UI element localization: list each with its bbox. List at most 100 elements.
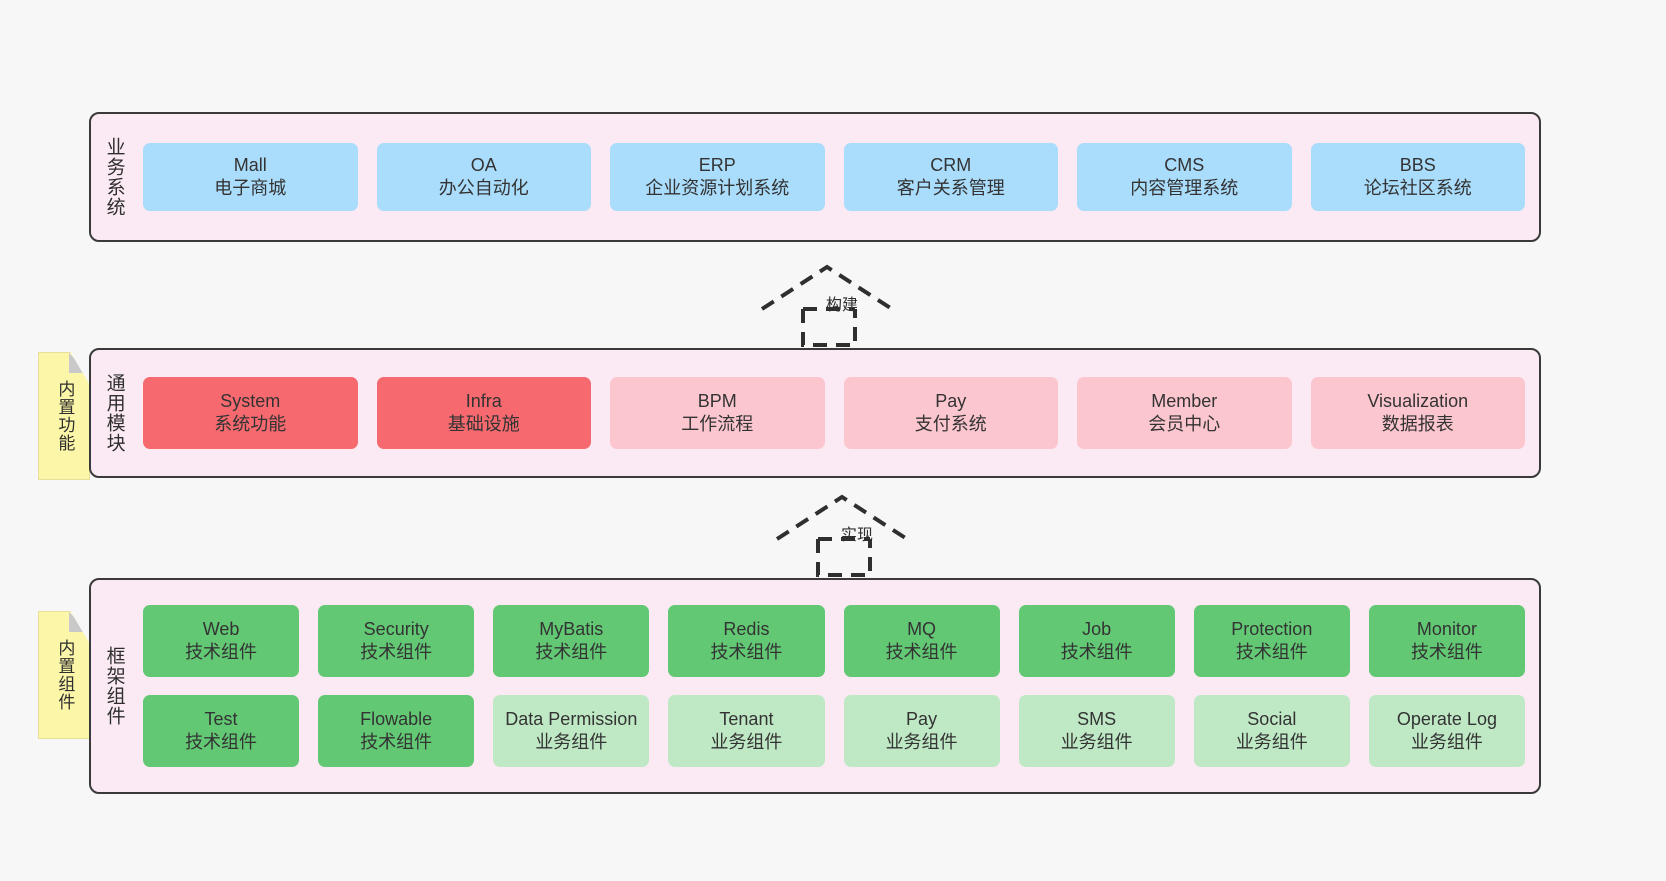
- node-subtitle: 内容管理系统: [1130, 178, 1239, 198]
- node-bbs[interactable]: BBS 论坛社区系统: [1310, 143, 1525, 211]
- node-erp[interactable]: ERP 企业资源计划系统: [610, 143, 825, 211]
- node-title: Infra: [465, 390, 502, 411]
- node-row: Web 技术组件 Security 技术组件 MyBatis 技术组件 Redi…: [143, 605, 1525, 677]
- node-title: Operate Log: [1396, 708, 1497, 729]
- node-web[interactable]: Web 技术组件: [143, 605, 300, 677]
- layer-body-framework: Web 技术组件 Security 技术组件 MyBatis 技术组件 Redi…: [137, 580, 1539, 792]
- node-subtitle: 支付系统: [914, 414, 987, 434]
- layer-body-modules: System 系统功能 Infra 基础设施 BPM 工作流程 Pay 支付系统…: [137, 350, 1539, 476]
- node-subtitle: 技术组件: [185, 642, 258, 662]
- node-subtitle: 基础设施: [447, 414, 520, 434]
- node-member[interactable]: Member 会员中心: [1077, 377, 1292, 449]
- node-redis[interactable]: Redis 技术组件: [668, 605, 825, 677]
- node-title: System: [220, 390, 281, 411]
- node-crm[interactable]: CRM 客户关系管理: [843, 143, 1058, 211]
- node-subtitle: 业务组件: [885, 732, 958, 752]
- node-monitor[interactable]: Monitor 技术组件: [1368, 605, 1525, 677]
- node-title: Monitor: [1416, 618, 1477, 639]
- node-title: Job: [1082, 618, 1112, 639]
- node-bpm[interactable]: BPM 工作流程: [610, 377, 825, 449]
- node-social[interactable]: Social 业务组件: [1193, 695, 1350, 767]
- node-cms[interactable]: CMS 内容管理系统: [1077, 143, 1292, 211]
- node-title: Security: [363, 618, 429, 639]
- note-fold-corner-icon: [69, 353, 89, 373]
- connector-build: 构建: [745, 257, 945, 349]
- node-title: Flowable: [360, 708, 433, 729]
- node-title: BPM: [697, 390, 737, 411]
- layer-common-modules: 通用模块 System 系统功能 Infra 基础设施 BPM 工作流程 Pay…: [89, 348, 1541, 478]
- note-fold-corner-icon: [69, 612, 89, 632]
- node-title: SMS: [1077, 708, 1117, 729]
- node-title: BBS: [1399, 154, 1436, 175]
- node-subtitle: 电子商城: [214, 178, 287, 198]
- node-row: Test 技术组件 Flowable 技术组件 Data Permission …: [143, 695, 1525, 767]
- node-subtitle: 业务组件: [1060, 732, 1133, 752]
- node-job[interactable]: Job 技术组件: [1018, 605, 1175, 677]
- node-subtitle: 技术组件: [535, 642, 608, 662]
- layer-framework-components: 框架组件 Web 技术组件 Security 技术组件 MyBatis 技术组件…: [89, 578, 1541, 794]
- node-subtitle: 系统功能: [214, 414, 287, 434]
- node-flowable[interactable]: Flowable 技术组件: [318, 695, 475, 767]
- node-subtitle: 客户关系管理: [896, 178, 1005, 198]
- note-builtin-components: 内置组件: [38, 611, 90, 739]
- node-mq[interactable]: MQ 技术组件: [843, 605, 1000, 677]
- node-operate-log[interactable]: Operate Log 业务组件: [1368, 695, 1525, 767]
- node-title: Test: [204, 708, 238, 729]
- node-subtitle: 技术组件: [360, 732, 433, 752]
- node-pay-module[interactable]: Pay 支付系统: [843, 377, 1058, 449]
- generalization-arrow-icon: [775, 494, 909, 577]
- node-row: Mall 电子商城 OA 办公自动化 ERP 企业资源计划系统 CRM 客户关系…: [143, 143, 1525, 211]
- note-label: 内置组件: [55, 639, 75, 711]
- node-subtitle: 企业资源计划系统: [645, 178, 790, 198]
- node-pay-component[interactable]: Pay 业务组件: [843, 695, 1000, 767]
- node-mall[interactable]: Mall 电子商城: [143, 143, 358, 211]
- layer-title-business: 业务系统: [103, 137, 125, 217]
- node-title: Pay: [935, 390, 967, 411]
- layer-business-systems: 业务系统 Mall 电子商城 OA 办公自动化 ERP 企业资源计划系统 CRM…: [89, 112, 1541, 242]
- node-subtitle: 办公自动化: [438, 178, 529, 198]
- node-test[interactable]: Test 技术组件: [143, 695, 300, 767]
- node-subtitle: 技术组件: [185, 732, 258, 752]
- node-subtitle: 论坛社区系统: [1363, 178, 1472, 198]
- note-label: 内置功能: [55, 380, 75, 452]
- node-title: ERP: [698, 154, 736, 175]
- node-subtitle: 业务组件: [1235, 732, 1308, 752]
- node-oa[interactable]: OA 办公自动化: [376, 143, 591, 211]
- node-visualization[interactable]: Visualization 数据报表: [1310, 377, 1525, 449]
- node-subtitle: 业务组件: [1410, 732, 1483, 752]
- node-title: Pay: [906, 708, 938, 729]
- node-title: CMS: [1164, 154, 1205, 175]
- node-mybatis[interactable]: MyBatis 技术组件: [493, 605, 650, 677]
- node-security[interactable]: Security 技术组件: [318, 605, 475, 677]
- node-title: OA: [470, 154, 497, 175]
- node-title: Protection: [1231, 618, 1313, 639]
- layer-body-business: Mall 电子商城 OA 办公自动化 ERP 企业资源计划系统 CRM 客户关系…: [137, 114, 1539, 240]
- node-subtitle: 数据报表: [1381, 414, 1454, 434]
- node-title: MyBatis: [539, 618, 604, 639]
- node-title: Visualization: [1367, 390, 1469, 411]
- node-data-permission[interactable]: Data Permission 业务组件: [493, 695, 650, 767]
- connector-implement: 实现: [760, 487, 960, 579]
- node-subtitle: 技术组件: [1410, 642, 1483, 662]
- node-sms[interactable]: SMS 业务组件: [1018, 695, 1175, 767]
- node-title: Member: [1151, 390, 1218, 411]
- layer-title-modules: 通用模块: [103, 373, 125, 453]
- node-title: Web: [202, 618, 240, 639]
- node-row: System 系统功能 Infra 基础设施 BPM 工作流程 Pay 支付系统…: [143, 377, 1525, 449]
- node-subtitle: 业务组件: [535, 732, 608, 752]
- node-tenant[interactable]: Tenant 业务组件: [668, 695, 825, 767]
- node-subtitle: 技术组件: [1060, 642, 1133, 662]
- layer-title-framework: 框架组件: [103, 646, 125, 726]
- node-title: Mall: [233, 154, 267, 175]
- node-title: Tenant: [719, 708, 774, 729]
- node-subtitle: 技术组件: [1235, 642, 1308, 662]
- node-protection[interactable]: Protection 技术组件: [1193, 605, 1350, 677]
- node-infra[interactable]: Infra 基础设施: [376, 377, 591, 449]
- node-subtitle: 工作流程: [681, 414, 754, 434]
- node-system[interactable]: System 系统功能: [143, 377, 358, 449]
- node-title: Data Permission: [505, 708, 638, 729]
- node-subtitle: 技术组件: [360, 642, 433, 662]
- node-subtitle: 会员中心: [1148, 414, 1221, 434]
- node-title: Social: [1247, 708, 1297, 729]
